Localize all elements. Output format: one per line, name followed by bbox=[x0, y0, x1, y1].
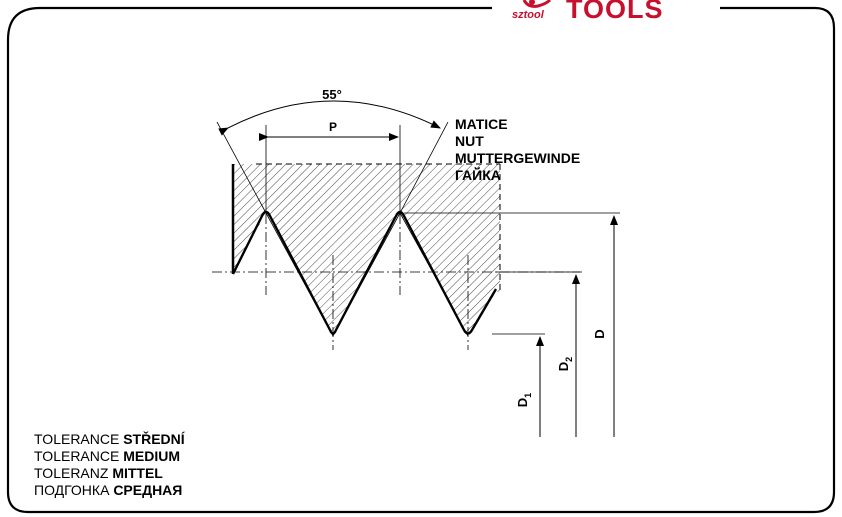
tolerance-line-en: TOLERANCE MEDIUM bbox=[34, 448, 180, 465]
logo-emblem-icon bbox=[522, 0, 552, 8]
tolerance-value: СРЕДНАЯ bbox=[113, 482, 183, 498]
nut-label-en: NUT bbox=[455, 133, 484, 149]
tolerance-value: STŘEDNÍ bbox=[123, 431, 185, 447]
center-lines bbox=[212, 214, 580, 350]
minor-diameter-letter: D bbox=[515, 398, 530, 407]
major-diameter-label: D bbox=[592, 329, 607, 338]
tolerance-prefix: ПОДГОНКА bbox=[34, 482, 114, 498]
tolerance-prefix: TOLERANCE bbox=[34, 448, 124, 464]
pitch-diameter-sub: 2 bbox=[564, 357, 574, 362]
tolerance-prefix: TOLERANCE bbox=[34, 431, 124, 447]
pitch-diameter-label: D2 bbox=[556, 357, 574, 371]
pitch-label: P bbox=[329, 120, 337, 134]
angle-label: 55° bbox=[322, 87, 342, 102]
nut-label-cz: MATICE bbox=[455, 116, 508, 132]
nut-hatch-area bbox=[233, 163, 501, 336]
diameter-arrows bbox=[536, 215, 618, 437]
tolerance-line-cz: TOLERANCE STŘEDNÍ bbox=[34, 431, 185, 448]
brand-logo: sztool TOOLS bbox=[510, 0, 664, 30]
tolerance-prefix: TOLERANZ bbox=[34, 465, 113, 481]
tolerance-line-ru: ПОДГОНКА СРЕДНАЯ bbox=[34, 482, 182, 499]
minor-diameter-sub: 1 bbox=[523, 393, 533, 398]
logo-mark: sztool bbox=[510, 0, 560, 30]
angle-arc bbox=[218, 100, 441, 136]
diameter-extension-lines bbox=[404, 212, 620, 335]
nut-label-de: MUTTERGEWINDE bbox=[455, 150, 580, 166]
tolerance-value: MITTEL bbox=[112, 465, 163, 481]
nut-labels: MATICE NUT MUTTERGEWINDE ГАЙКА bbox=[455, 116, 580, 183]
pitch-diameter-letter: D bbox=[556, 362, 571, 371]
logo-wordmark: TOOLS bbox=[566, 0, 664, 24]
tolerance-value: MEDIUM bbox=[123, 448, 180, 464]
thread-profile bbox=[231, 164, 498, 337]
minor-diameter-label: D1 bbox=[515, 393, 533, 407]
nut-label-ru: ГАЙКА bbox=[455, 166, 501, 183]
tolerance-line-de: TOLERANZ MITTEL bbox=[34, 465, 163, 482]
logo-brand-text: sztool bbox=[512, 9, 544, 21]
